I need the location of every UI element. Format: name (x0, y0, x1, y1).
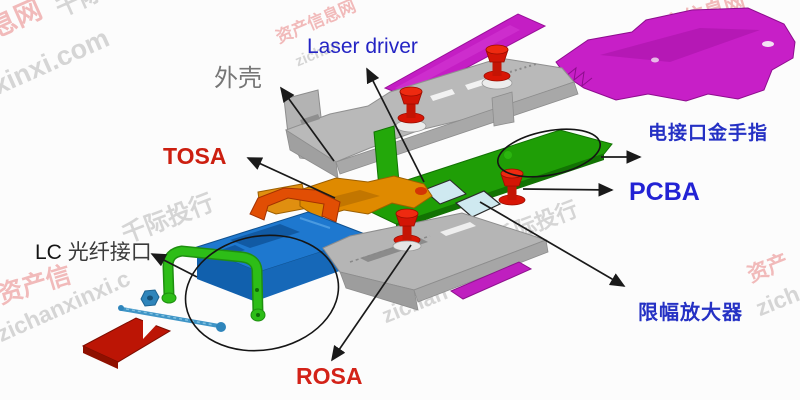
laser-driver-label: Laser driver (307, 35, 418, 58)
limiting-amplifier-chip (454, 190, 502, 218)
rosa-label: ROSA (296, 363, 363, 389)
retainer-clip (249, 187, 341, 223)
bottom-housing (322, 212, 549, 311)
pcba-arrow (522, 183, 614, 197)
latch-slider (81, 316, 172, 369)
magenta-housing-shell (555, 7, 796, 102)
bail-pin-rod (118, 289, 226, 332)
pcba-label: PCBA (629, 178, 700, 206)
callout-ellipse-goldfinger (496, 128, 602, 178)
limiting-amplifier-label: 限幅放大器 (638, 302, 743, 324)
lc-fiber-interface-label: LC 光纤接口 (35, 240, 152, 264)
housing-label: 外壳 (214, 66, 262, 92)
tosa-label: TOSA (163, 143, 227, 169)
lc-prefix: LC (35, 241, 62, 264)
housing-arrow (280, 86, 335, 162)
callout-ellipse-lc (184, 234, 340, 352)
lc-text: 光纤接口 (67, 240, 152, 264)
leader-arrows (150, 67, 642, 362)
laser-driver-arrow (366, 67, 425, 183)
laser-driver-chip (423, 179, 467, 205)
rosa-arrow (331, 244, 412, 362)
gold-finger-label: 电接口金手指 (648, 123, 769, 144)
tosa-arrow (246, 157, 336, 199)
amplifier-arrow (479, 201, 626, 287)
lc-arrow (150, 253, 198, 278)
